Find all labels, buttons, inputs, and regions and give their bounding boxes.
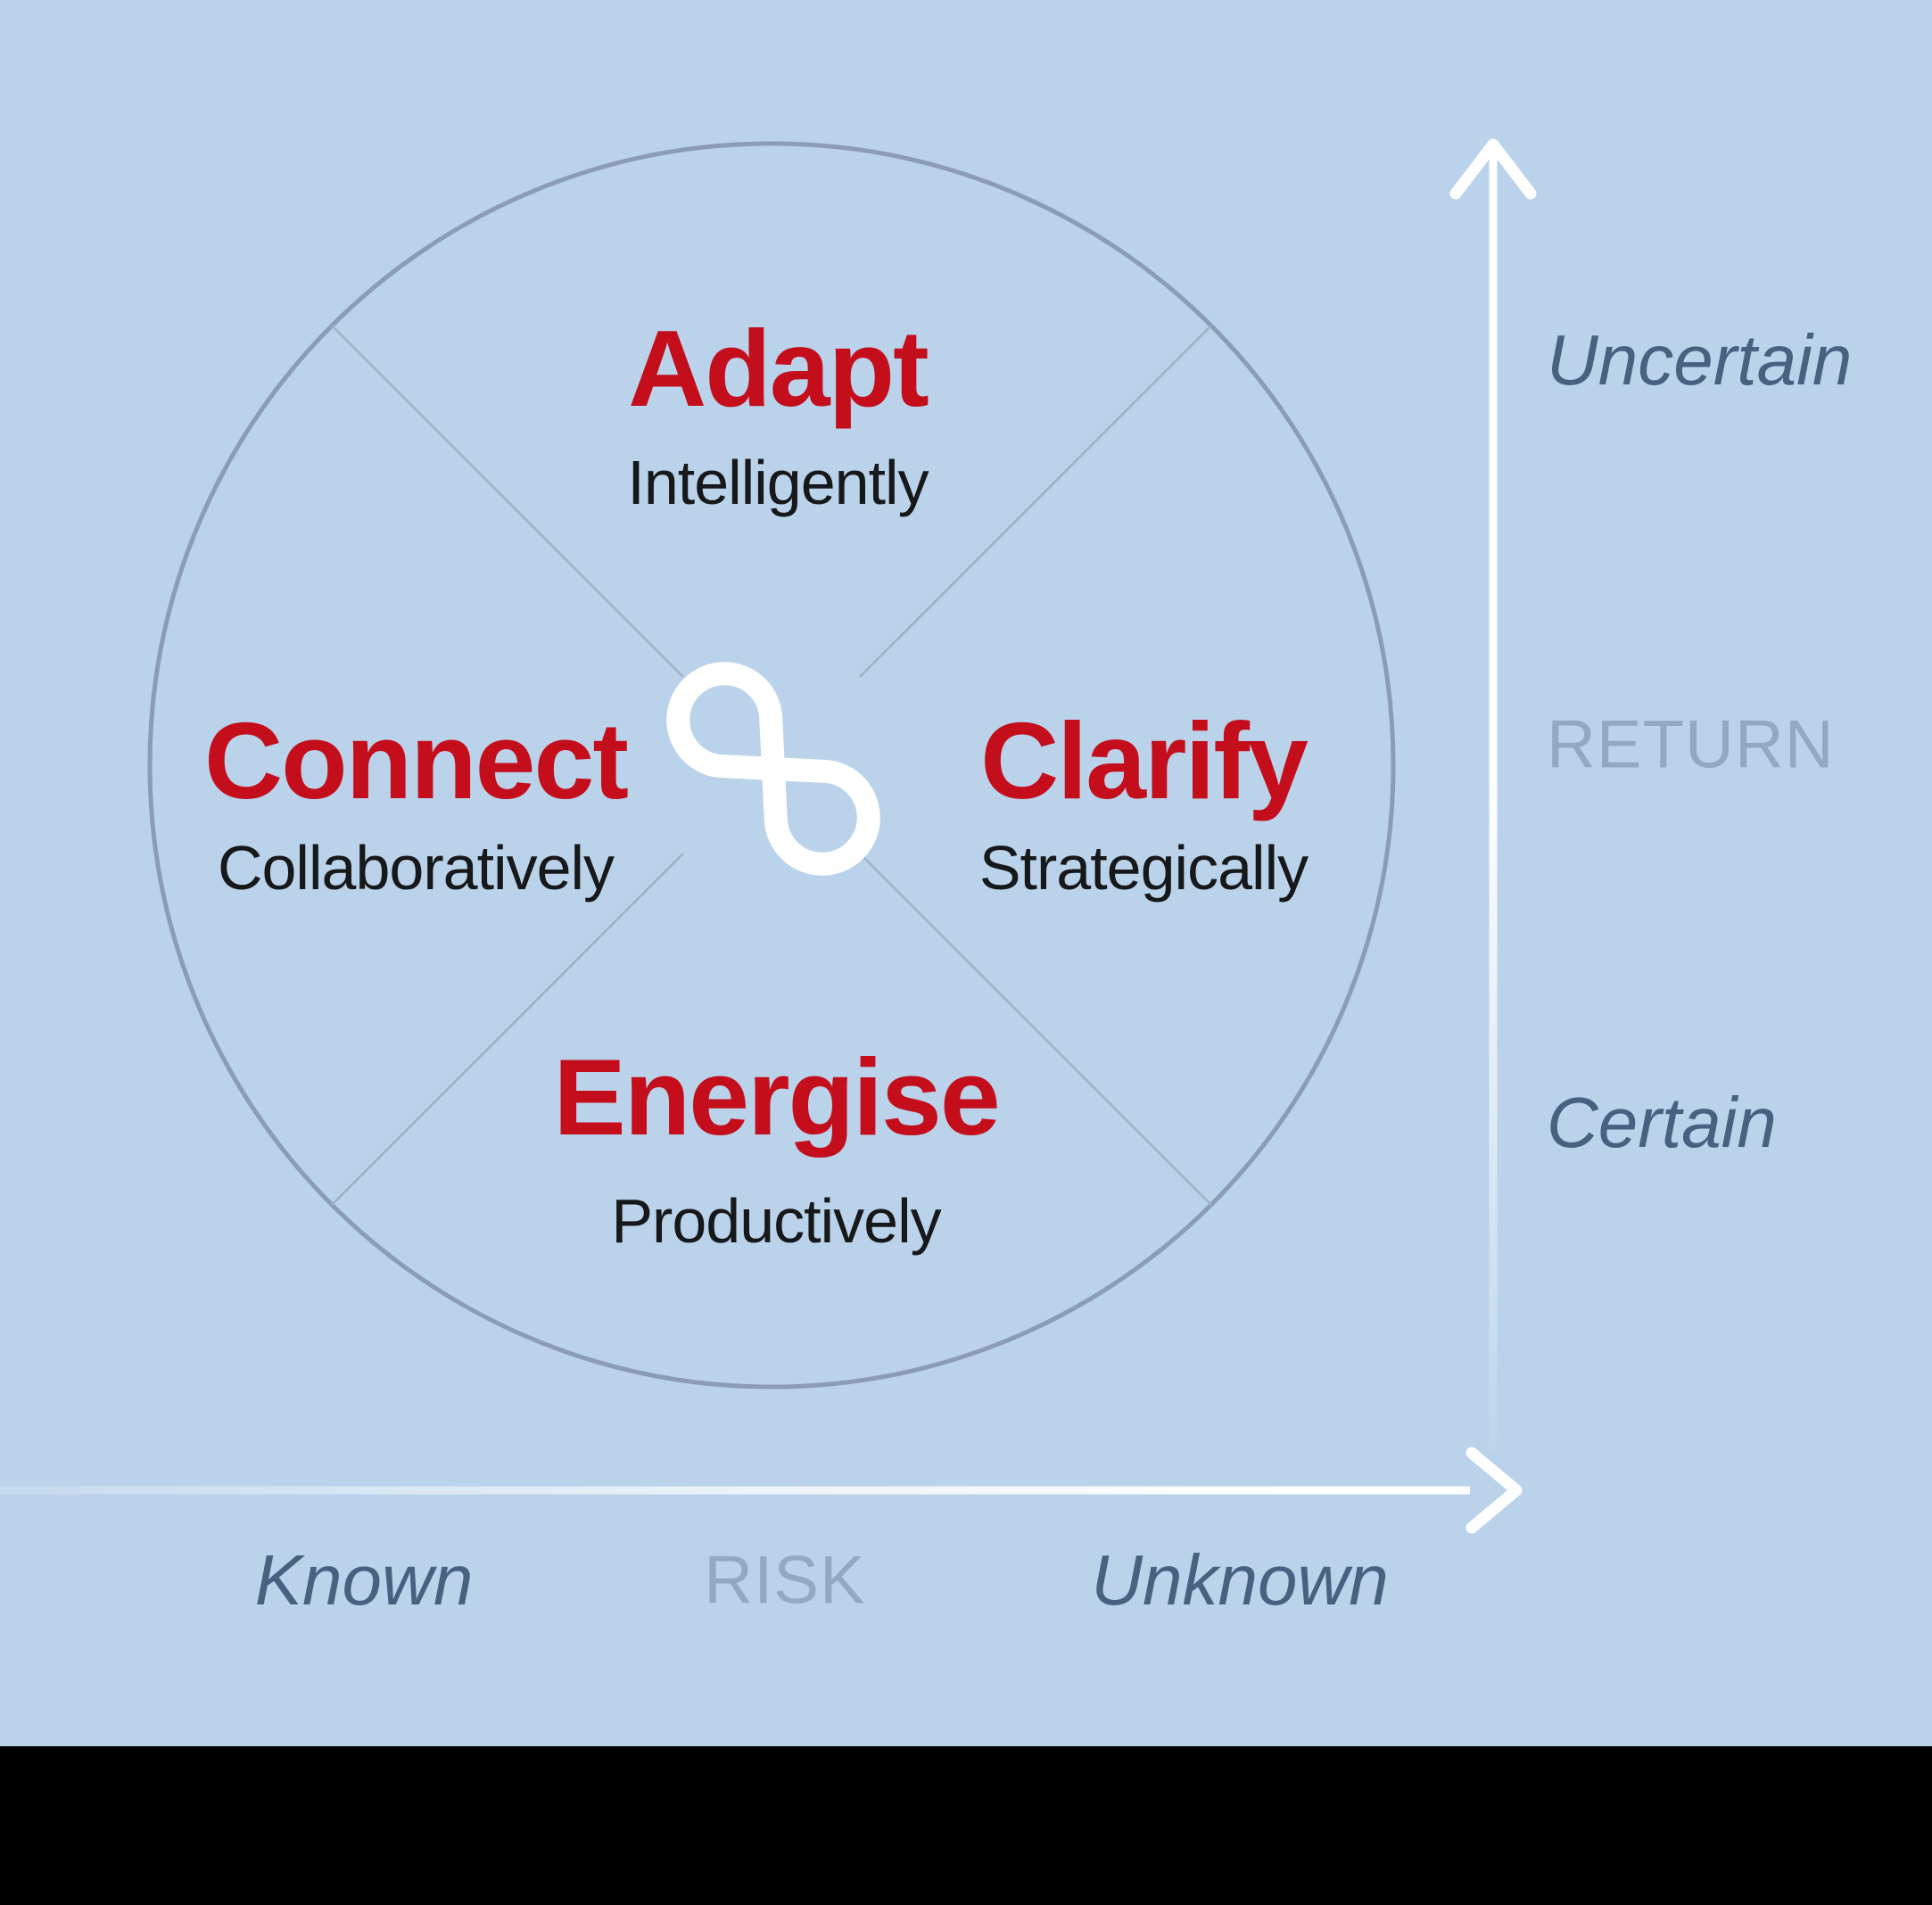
quadrant-subtitle-clarify: Strategically — [978, 833, 1309, 903]
quadrant-title-energise: Energise — [553, 1036, 1000, 1158]
x-axis-arrowhead-icon — [1466, 1447, 1523, 1534]
divider-lower-right — [859, 853, 1212, 1206]
y-axis-arrowhead-icon — [1449, 138, 1537, 200]
quadrant-title-adapt: Adapt — [628, 308, 929, 429]
y-axis-name-return: RETURN — [1547, 706, 1835, 783]
quadrant-subtitle-energise: Productively — [611, 1186, 941, 1256]
divider-upper-left — [331, 325, 684, 678]
divider-lower-left — [331, 853, 684, 1206]
quadrant-title-clarify: Clarify — [980, 700, 1309, 821]
infinity-loop-icon — [666, 662, 880, 876]
bottom-black-bar — [0, 1746, 1932, 1905]
diagram-background — [0, 0, 1932, 1746]
diagram-shapes — [0, 138, 1537, 1534]
quadrant-subtitle-connect: Collaboratively — [217, 833, 615, 903]
quadrant-title-connect: Connect — [204, 700, 629, 821]
x-axis-label-unknown: Unknown — [1091, 1540, 1389, 1620]
y-axis-label-certain: Certain — [1547, 1083, 1777, 1162]
quadrant-subtitle-adapt: Intelligently — [627, 448, 929, 517]
x-axis-label-known: Known — [254, 1540, 474, 1620]
y-axis-label-uncertain: Uncertain — [1547, 320, 1853, 400]
x-axis-name-risk: RISK — [704, 1542, 866, 1619]
quadrant-circle — [147, 141, 1396, 1390]
divider-upper-right — [859, 325, 1212, 678]
